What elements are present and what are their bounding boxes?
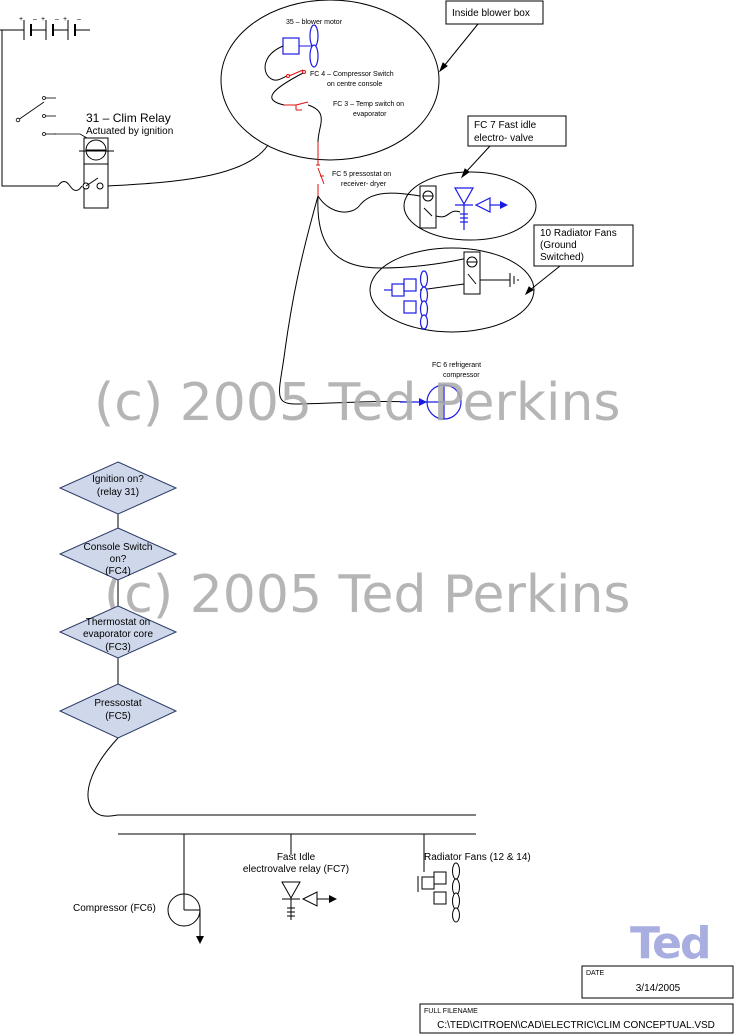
fast-idle-callout-line2: electro- valve <box>474 133 534 144</box>
blower-motor-label: 35 – blower motor <box>286 19 343 26</box>
fc5-switch-symbol <box>316 142 325 196</box>
ignition-switch-symbol <box>15 96 95 143</box>
blower-box-callout <box>445 0 544 25</box>
blower-box-ellipse <box>220 0 440 161</box>
ted-logo-text: Ted <box>630 918 710 969</box>
decision-ignition-line2: (relay 31) <box>97 487 139 498</box>
filename-label: FULL FILENAME <box>424 1008 478 1015</box>
flowchart-connectors <box>87 514 119 817</box>
fc3-switch-symbol <box>284 101 309 111</box>
decision-console-line3: (FC4) <box>105 566 131 577</box>
radiator-callout <box>533 224 634 267</box>
fc4-switch-symbol <box>286 69 306 78</box>
blower-box-leader <box>438 23 479 73</box>
battery-sign-5: + <box>63 16 67 23</box>
decision-ignition-shape <box>58 461 178 515</box>
output-fast-idle-valve-icon <box>281 881 330 920</box>
ted-logo: Ted <box>630 918 716 969</box>
radiator-callout-line1: 10 Radiator Fans <box>540 228 617 239</box>
decision-thermostat: Thermostat on evaporator core (FC3) <box>58 605 178 659</box>
filename-value: C:\TED\CITROEN\CAD\ELECTRIC\CLIM CONCEPT… <box>437 1020 715 1031</box>
battery-sign-6: – <box>77 16 81 23</box>
compressor-arrow-icon <box>419 398 427 406</box>
fast-idle-relay-symbol <box>419 185 437 229</box>
decision-pressostat-line2: (FC5) <box>105 711 131 722</box>
relay-output-wire <box>107 144 269 187</box>
date-value: 3/14/2005 <box>636 983 681 994</box>
decision-console-shape <box>58 527 178 581</box>
relay-title: 31 – Clim Relay <box>86 111 171 125</box>
decision-thermostat-line2: evaporator core <box>83 629 153 640</box>
clim-relay-symbol <box>79 137 114 209</box>
battery-sign-1: + <box>19 16 23 23</box>
radiator-fan-motors-icon <box>384 278 417 314</box>
watermark-bottom: (c) 2005 Ted Perkins <box>104 565 631 625</box>
blower-motor-box <box>282 37 300 55</box>
battery-sign-4: – <box>55 16 59 23</box>
fc5-to-compressor-wire <box>279 195 411 405</box>
filename-box <box>419 1003 734 1034</box>
fast-idle-callout <box>467 115 567 147</box>
output-bus <box>118 814 476 872</box>
battery-sign-3: + <box>41 16 45 23</box>
watermark-top: (c) 2005 Ted Perkins <box>94 373 621 433</box>
fc4-label-line1: FC 4 – Compressor Switch <box>310 71 394 78</box>
decision-ignition-line1: Ignition on? <box>92 474 144 485</box>
fc3-label-line2: evaporator <box>353 111 387 118</box>
output-compressor-label: Compressor (FC6) <box>73 903 156 914</box>
decision-console-switch: Console Switch on? (FC4) <box>58 527 178 581</box>
decision-pressostat-shape <box>58 683 178 739</box>
output-compressor-icon <box>167 872 201 936</box>
output-compressor-arrow-icon <box>196 936 204 944</box>
relay-fuse <box>57 181 83 191</box>
radiator-relay-to-fans <box>419 283 465 291</box>
decision-thermostat-line3: (FC3) <box>105 642 131 653</box>
decision-thermostat-shape <box>58 605 178 659</box>
fc6-label-line1: FC 6 refrigerant <box>432 362 481 369</box>
radiator-callout-line3: Switched) <box>540 252 584 263</box>
fc6-label-line2: compressor <box>443 372 480 379</box>
decision-console-line2: on? <box>110 554 127 565</box>
battery-symbol <box>0 20 90 40</box>
blower-box-callout-text: Inside blower box <box>452 8 530 19</box>
fast-idle-callout-line1: FC 7 Fast idle <box>474 120 537 131</box>
date-box <box>581 965 734 999</box>
radiator-fan-blades-icon <box>419 270 429 330</box>
decision-thermostat-line1: Thermostat on <box>86 617 150 628</box>
output-fast-idle-line2: electrovalve relay (FC7) <box>243 864 349 875</box>
fast-idle-arrow-icon <box>500 201 508 209</box>
decision-pressostat-line1: Pressostat <box>94 698 141 709</box>
fast-idle-valve-icon <box>453 187 502 230</box>
decision-ignition: Ignition on? (relay 31) <box>58 461 178 515</box>
decision-console-line1: Console Switch <box>84 542 153 553</box>
date-label: DATE <box>586 970 604 977</box>
fast-idle-relay-output <box>435 210 461 218</box>
fc5-to-fast-idle-wire <box>317 192 421 213</box>
radiator-relay-symbol <box>463 251 519 295</box>
output-fast-idle-line1: Fast Idle <box>277 852 316 863</box>
fc4-label-line2: on centre console <box>327 81 382 88</box>
decision-pressostat: Pressostat (FC5) <box>58 683 178 739</box>
fc5-label-line2: receiver- dryer <box>341 181 387 188</box>
battery-sign-2: – <box>33 16 37 23</box>
output-fast-idle-arrow-icon <box>329 895 337 903</box>
relay-subtitle: Actuated by ignition <box>86 126 173 137</box>
fast-idle-ellipse <box>403 171 537 241</box>
blower-box-wire <box>264 45 322 143</box>
output-radiator-label: Radiator Fans (12 & 14) <box>424 852 531 863</box>
blower-fan-icon <box>309 24 319 68</box>
fc5-to-radiator-wire <box>317 195 469 269</box>
fc3-label-line1: FC 3 – Temp switch on <box>333 101 404 108</box>
fc5-label-line1: FC 5 pressostat on <box>332 171 391 178</box>
battery-feed-wire <box>1 30 58 187</box>
fast-idle-leader <box>460 145 491 179</box>
output-radiator-fans-icon <box>417 862 460 923</box>
radiator-fans-ellipse <box>369 247 535 333</box>
radiator-callout-line2: (Ground <box>540 240 577 251</box>
radiator-leader <box>524 265 561 296</box>
